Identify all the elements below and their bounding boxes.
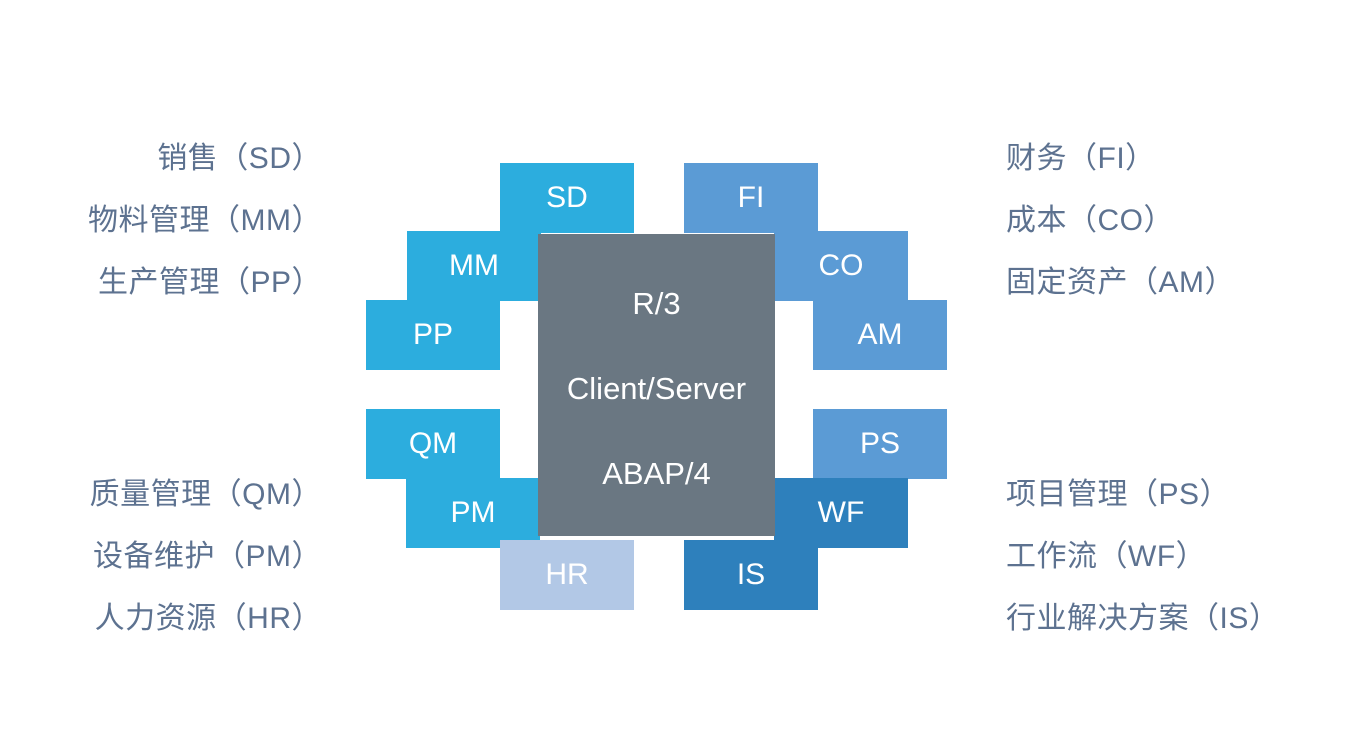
- module-tile-sd[interactable]: SD: [500, 163, 634, 233]
- module-code-label: PP: [412, 318, 454, 351]
- label-mm: 物料管理（MM）: [88, 204, 322, 237]
- module-tile-is[interactable]: IS: [684, 540, 818, 610]
- label-ps: 项目管理（PS）: [1006, 478, 1231, 511]
- core-line-client-server: Client/Server: [566, 371, 747, 406]
- module-code-label: HR: [545, 558, 589, 591]
- core-platform-block: R/3 Client/Server ABAP/4: [538, 234, 775, 536]
- module-tile-mm[interactable]: MM: [407, 231, 541, 301]
- module-code-label: CO: [818, 249, 864, 282]
- label-group-top-left: 销售（SD） 物料管理（MM） 生产管理（PP）: [0, 128, 322, 314]
- label-group-bottom-right: 项目管理（PS） 工作流（WF） 行业解决方案（IS）: [1006, 464, 1346, 650]
- label-qm: 质量管理（QM）: [89, 478, 322, 511]
- module-tile-pp[interactable]: PP: [366, 300, 500, 370]
- module-tile-am[interactable]: AM: [813, 300, 947, 370]
- label-sd: 销售（SD）: [157, 142, 322, 175]
- module-code-label: PS: [859, 427, 901, 460]
- module-code-label: IS: [736, 558, 766, 591]
- module-code-label: SD: [546, 181, 588, 214]
- module-tile-wf[interactable]: WF: [774, 478, 908, 548]
- module-tile-hr[interactable]: HR: [500, 540, 634, 610]
- module-tile-pm[interactable]: PM: [406, 478, 540, 548]
- module-tile-fi[interactable]: FI: [684, 163, 818, 233]
- label-pp: 生产管理（PP）: [97, 266, 322, 299]
- module-code-label: MM: [449, 249, 499, 282]
- label-hr: 人力资源（HR）: [94, 602, 322, 635]
- label-group-top-right: 财务（FI） 成本（CO） 固定资产（AM）: [1006, 128, 1346, 314]
- label-co: 成本（CO）: [1006, 204, 1174, 237]
- module-tile-qm[interactable]: QM: [366, 409, 500, 479]
- module-tile-ps[interactable]: PS: [813, 409, 947, 479]
- label-fi: 财务（FI）: [1006, 142, 1156, 175]
- core-line-abap: ABAP/4: [602, 456, 711, 491]
- label-wf: 工作流（WF）: [1006, 540, 1207, 573]
- module-code-label: PM: [450, 496, 496, 529]
- module-code-label: QM: [408, 427, 458, 460]
- core-line-r3: R/3: [632, 286, 681, 321]
- module-tile-co[interactable]: CO: [774, 231, 908, 301]
- module-code-label: FI: [737, 181, 765, 214]
- label-pm: 设备维护（PM）: [93, 540, 322, 573]
- module-code-label: WF: [817, 496, 865, 529]
- label-group-bottom-left: 质量管理（QM） 设备维护（PM） 人力资源（HR）: [0, 464, 322, 650]
- label-is: 行业解决方案（IS）: [1006, 602, 1280, 635]
- label-am: 固定资产（AM）: [1006, 266, 1235, 299]
- module-code-label: AM: [857, 318, 903, 351]
